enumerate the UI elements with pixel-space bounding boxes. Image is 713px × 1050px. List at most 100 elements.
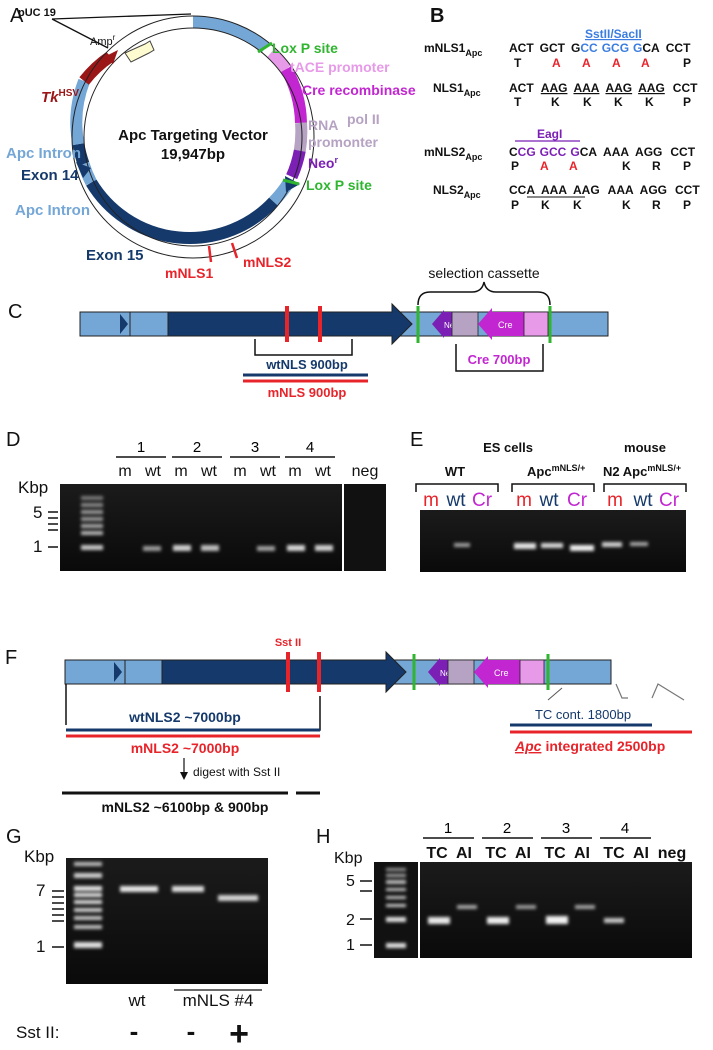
e-lane-labels: m wt Cr m wt Cr m wt Cr: [423, 490, 680, 511]
f-cre-label: Cre: [494, 668, 509, 678]
h-gel-ladder: [374, 862, 418, 958]
e-gel: [420, 510, 686, 572]
h-ladder-ticks: [360, 880, 372, 946]
g-kbp-label: Kbp: [24, 847, 54, 866]
f-mnls2-label: mNLS2 ~7000bp: [131, 740, 240, 756]
e-band: [541, 543, 563, 548]
e-lane-label: m: [423, 490, 439, 511]
loxp-marker-1: [257, 41, 273, 54]
d-ladder: [81, 496, 103, 550]
apc-intron-lower-segment: [77, 162, 97, 186]
panel-d: D Kbp 5 1 1 2 3 4 m wt m wt m wt m wt: [6, 429, 386, 571]
g-sst-label: Sst II:: [16, 1023, 59, 1042]
f-neo-arrow: [428, 658, 448, 686]
e-n2-group: N2 ApcmNLS/+: [603, 463, 681, 479]
h-tick-5: 5: [346, 873, 355, 890]
g-ladder: [74, 862, 102, 948]
h-lane-groups: 1 2 3 4: [423, 820, 651, 839]
mnls1-label: mNLS1: [165, 265, 213, 281]
d-band: [315, 545, 333, 551]
e-mouse-label: mouse: [624, 440, 666, 455]
f-digest-arrow-head: [180, 772, 188, 780]
h-bands: [428, 905, 624, 924]
g-wt-label: wt: [128, 991, 146, 1010]
b-row3-aa-5: R: [652, 159, 661, 173]
f-tc-pointer: [547, 687, 563, 701]
c-cre-bracket: [455, 344, 544, 372]
d-band: [287, 545, 305, 551]
h-tick-2: 2: [346, 912, 355, 929]
b-row3-label: mNLS2Apc: [424, 145, 482, 162]
h-band: [516, 905, 536, 909]
b-row3-aa-3: A: [569, 159, 578, 173]
b-row3-aa-1: P: [511, 159, 519, 173]
e-lane-label: Cr: [567, 490, 588, 511]
b-row2-aa-4: K: [614, 95, 623, 109]
f-rna-box: [447, 659, 475, 685]
panel-c: C Neor Cre selection cassette wtNLS 900b…: [8, 265, 609, 400]
c-nls-bracket: [254, 339, 353, 356]
panel-g: G Kbp 7 1 wt mNLS #4 Sst: [6, 826, 268, 1050]
h-lane-label: AI: [633, 845, 649, 862]
e-lane-label: wt: [446, 490, 467, 511]
vector-title: Apc Targeting Vector: [118, 127, 268, 144]
exon15-label: Exon 15: [86, 247, 144, 264]
d-neg-label: neg: [352, 463, 379, 480]
mnls2-label: mNLS2: [243, 254, 291, 270]
rna-label-3: promonter: [308, 134, 379, 150]
d-lane-label: wt: [144, 463, 162, 480]
e-group-brackets: [415, 483, 687, 492]
panel-letter-a: A: [10, 5, 24, 27]
h-lane-num-3: 3: [562, 820, 570, 837]
d-band: [257, 546, 275, 551]
h-band: [457, 905, 477, 909]
d-lane-label: m: [118, 463, 131, 480]
h-tick-1: 1: [346, 937, 355, 954]
h-lane-labels: TC AI TC AI TC AI TC AI neg: [426, 845, 686, 862]
panel-letter-h: H: [316, 826, 330, 848]
b-row4-aa-5: R: [652, 198, 661, 212]
f-exon15-arrow: [161, 650, 407, 694]
h-lane-label: AI: [456, 845, 472, 862]
d-lane-num-1: 1: [137, 439, 145, 456]
rna-label-1: RNA: [308, 117, 338, 133]
mnls1-marker: [207, 245, 213, 263]
c-selection-brace: [417, 281, 551, 306]
b-row1-label: mNLS1Apc: [424, 41, 482, 58]
e-lane-label: wt: [539, 490, 560, 511]
b-row4-aa-4: K: [622, 198, 631, 212]
f-genomic-line-1: [615, 683, 628, 699]
d-lane-num-2: 2: [193, 439, 201, 456]
d-band: [201, 545, 219, 551]
c-cre-label: Cre: [498, 320, 513, 330]
panel-e: E ES cells mouse WT ApcmNLS/+ N2 ApcmNLS…: [410, 429, 687, 572]
c-neo-arrow: [432, 310, 452, 338]
g-minus-1: -: [130, 1016, 139, 1046]
b-row3-aa-6: P: [683, 159, 691, 173]
h-band: [575, 905, 595, 909]
d-lane-groups: 1 2 3 4: [116, 439, 335, 458]
d-lane-label: wt: [200, 463, 218, 480]
c-exon14-arrow: [120, 314, 128, 334]
d-lane-num-4: 4: [306, 439, 314, 456]
loxp-label-1: Lox P site: [272, 40, 338, 56]
c-cre-arrow: [478, 308, 524, 340]
f-exon14-arrow: [114, 662, 122, 682]
e-apc-group: ApcmNLS/+: [527, 463, 585, 479]
h-lane-label: AI: [574, 845, 590, 862]
mnls2-marker: [230, 242, 239, 259]
c-tace-box: [523, 311, 549, 337]
h-lane-label: TC: [603, 845, 625, 862]
c-selection-label: selection cassette: [428, 265, 539, 281]
b-row2-aa-2: K: [551, 95, 560, 109]
f-wtnls2-label: wtNLS2 ~7000bp: [128, 709, 241, 725]
e-band: [454, 543, 470, 547]
rna-label-2: pol II: [347, 111, 380, 127]
tk-label: TkHSV: [41, 88, 79, 106]
exon15-segment: [86, 179, 278, 244]
b-row1-aa-6: P: [683, 56, 691, 70]
h-lane-label: AI: [515, 845, 531, 862]
